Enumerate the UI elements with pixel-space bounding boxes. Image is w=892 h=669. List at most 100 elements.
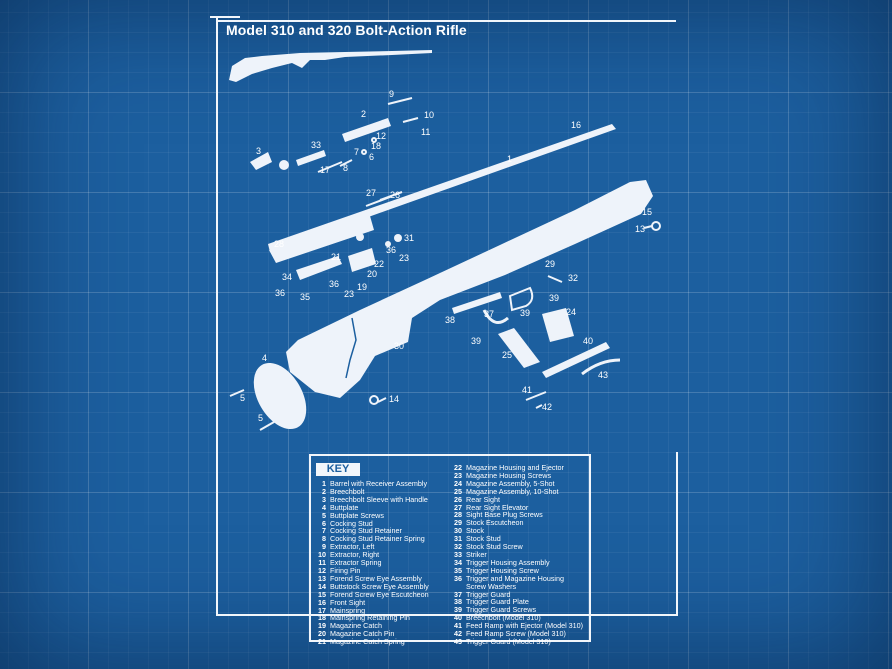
callout-20: 20	[367, 269, 377, 279]
callout-39c: 39	[471, 336, 481, 346]
screw-eye-13	[643, 221, 661, 231]
callout-30: 30	[394, 341, 404, 351]
key-item-name: Forend Screw Eye Escutcheon	[330, 589, 429, 599]
callout-4: 4	[262, 353, 267, 363]
key-item-name: Trigger Housing Assembly	[466, 557, 550, 567]
magazine-10-shot-part	[498, 328, 540, 368]
callout-43: 43	[598, 370, 608, 380]
callout-17: 17	[320, 165, 330, 175]
key-item-number: 2	[322, 486, 326, 496]
trigger-guard-43-part	[581, 358, 621, 376]
key-item-name: Extractor, Right	[330, 550, 380, 560]
key-item-number: 3	[322, 494, 326, 504]
callout-8: 8	[343, 163, 348, 173]
trigger-guard-plate-part	[452, 292, 502, 314]
callout-42: 42	[542, 402, 552, 412]
key-item-name: Firing Pin	[330, 565, 361, 575]
key-item: 24 Magazine Assembly, 5-Shot	[448, 478, 588, 488]
callout-29: 29	[545, 259, 555, 269]
callout-38: 38	[445, 315, 455, 325]
key-item-number: 13	[318, 573, 326, 583]
key-item-number: 15	[318, 589, 326, 599]
key-item-name: Magazine Assembly, 5-Shot	[466, 478, 555, 488]
key-item-number: 12	[318, 565, 326, 575]
key-item-name: Mainspring Retaining Pin	[330, 613, 410, 623]
callout-10: 10	[424, 110, 434, 120]
key-item-number: 19	[318, 621, 326, 631]
key-item-number: 29	[454, 518, 462, 528]
callout-16: 16	[571, 120, 581, 130]
key-item-number: 1	[322, 479, 326, 488]
key-item-number: 24	[454, 478, 462, 488]
key-item-name: Trigger and Magazine Housing	[466, 573, 565, 583]
key-item-name: Barrel with Receiver Assembly	[330, 479, 428, 488]
key-item-number: 14	[318, 581, 326, 591]
callout-5b: 5	[258, 413, 263, 423]
callout-39: 39	[520, 308, 530, 318]
callout-36: 36	[386, 245, 396, 255]
frame-line	[216, 20, 676, 22]
key-item: 25 Magazine Assembly, 10-Shot	[448, 486, 588, 496]
callout-7: 7	[354, 147, 359, 157]
key-item-number: 37	[454, 589, 462, 599]
key-item-number: 32	[454, 542, 462, 552]
key-item-number: 9	[322, 542, 326, 552]
callout-6: 6	[369, 152, 374, 162]
key-item: 27 Rear Sight Elevator	[448, 502, 588, 512]
stock-stud-part	[394, 234, 402, 242]
trigger-guard-part	[482, 309, 509, 324]
key-item-name: Striker	[466, 549, 487, 559]
key-item-number: 43	[454, 636, 462, 646]
key-item-name: Magazine Catch Pin	[330, 629, 395, 639]
key-item: 12 Firing Pin	[312, 567, 452, 575]
key-item-name: Breechbolt (Model 310)	[466, 613, 541, 623]
key-item-name: Trigger Guard Plate	[466, 597, 529, 607]
key-item-number: 6	[322, 518, 326, 528]
trigger-guard-model-310-part	[508, 286, 534, 312]
key-item-name: Magazine Housing Screws	[466, 470, 552, 480]
callout-5: 5	[240, 393, 245, 403]
key-item-name: Trigger Housing Screw	[466, 565, 539, 575]
key-item-name: Rear Sight Elevator	[466, 502, 529, 512]
callout-41: 41	[522, 385, 532, 395]
callout-3: 3	[256, 146, 261, 156]
key-item: 17 Mainspring	[312, 605, 452, 615]
key-item-number: 35	[454, 565, 462, 575]
callout-14: 14	[389, 394, 399, 404]
key-item-name: Trigger Guard	[466, 589, 511, 599]
callout-19: 19	[357, 282, 367, 292]
key-item-name: Screw Washers	[466, 581, 517, 591]
key-item-number: 25	[454, 486, 462, 496]
key-item-name: Magazine Assembly, 10-Shot	[466, 486, 559, 496]
key-item-number: 17	[318, 605, 326, 615]
callout-labels: 1 2 3 4 5 5 6 7 8 9 10 11 12 13 14 15 16…	[240, 89, 652, 423]
key-item-number: 23	[454, 470, 462, 480]
callout-23: 23	[399, 253, 409, 263]
key-item-name: Buttplate Screws	[330, 510, 384, 520]
buttplate-part	[253, 362, 307, 430]
callout-11: 11	[421, 127, 430, 137]
key-item-number: 27	[454, 502, 462, 512]
callout-9: 9	[389, 89, 394, 99]
key-item-name: Forend Screw Eye Assembly	[330, 573, 422, 583]
key-item: Screw Washers	[448, 581, 588, 591]
key-item: 35 Trigger Housing Screw	[448, 565, 588, 575]
key-item-name: Magazine Catch	[330, 621, 382, 631]
reference-rifle-silhouette	[229, 50, 432, 82]
key-item: 23 Magazine Housing Screws	[448, 472, 588, 480]
key-item-name: Mainspring	[330, 605, 366, 615]
